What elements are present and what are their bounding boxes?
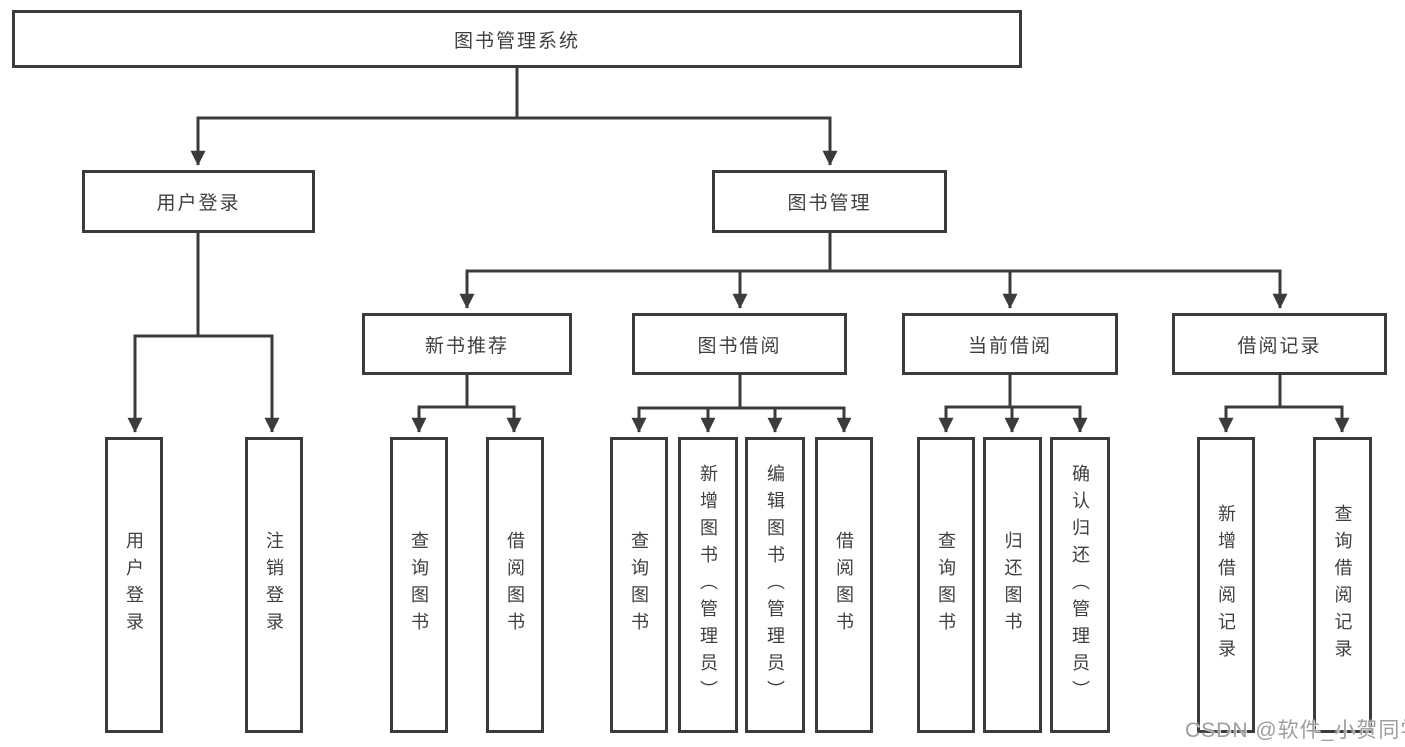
leaf-user-login: 用户登录 <box>105 437 163 733</box>
csdn-watermark: CSDN @软件_小贺同学 <box>1185 719 1405 742</box>
leaf-query-books-1: 查询图书 <box>390 437 448 733</box>
node-book-borrow: 图书借阅 <box>632 313 847 375</box>
node-user-login: 用户登录 <box>82 170 315 233</box>
node-borrow-records: 借阅记录 <box>1172 313 1387 375</box>
leaf-logout: 注销登录 <box>245 437 303 733</box>
leaf-borrow-books-2: 借阅图书 <box>815 437 873 733</box>
leaf-borrow-books-1: 借阅图书 <box>486 437 544 733</box>
leaf-query-books-3: 查询图书 <box>917 437 975 733</box>
node-root-library-system: 图书管理系统 <box>12 10 1022 68</box>
leaf-add-borrow-record: 新增借阅记录 <box>1197 437 1255 733</box>
leaf-add-books-admin: 新增图书（管理员） <box>678 437 738 733</box>
node-current-borrow: 当前借阅 <box>902 313 1118 375</box>
leaf-return-books: 归还图书 <box>983 437 1042 733</box>
node-book-management: 图书管理 <box>712 170 947 233</box>
leaf-edit-books-admin: 编辑图书（管理员） <box>745 437 805 733</box>
leaf-query-books-2: 查询图书 <box>610 437 668 733</box>
leaf-query-borrow-record: 查询借阅记录 <box>1313 437 1372 733</box>
node-new-book-recommend: 新书推荐 <box>362 313 572 375</box>
leaf-confirm-return-admin: 确认归还（管理员） <box>1050 437 1110 733</box>
